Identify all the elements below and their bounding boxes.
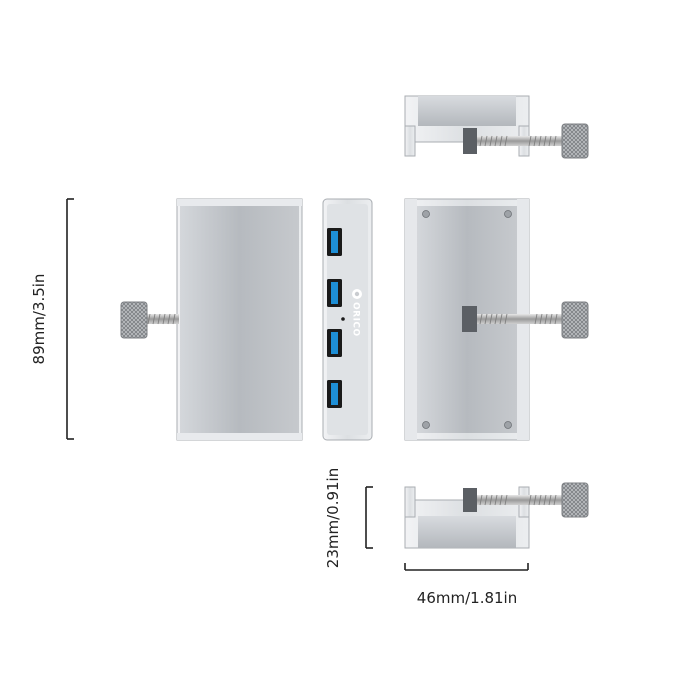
back-view-panel bbox=[120, 198, 303, 441]
knurled-knob-icon bbox=[561, 301, 589, 339]
side-view-panel bbox=[404, 198, 589, 441]
height-dimension: 89mm/3.5in bbox=[30, 198, 74, 440]
screw-icon bbox=[422, 421, 430, 429]
usb-port-3 bbox=[327, 329, 342, 357]
depth-label: 23mm/0.91in bbox=[324, 468, 342, 568]
usb-port-2 bbox=[327, 279, 342, 307]
screw-icon bbox=[504, 421, 512, 429]
brand-logo-text: ORICO bbox=[351, 302, 361, 337]
brand-logo: ORICO bbox=[351, 289, 362, 337]
screw-icon bbox=[422, 210, 430, 218]
top-view-clamp bbox=[404, 95, 589, 159]
knurled-knob-icon bbox=[561, 482, 589, 518]
knurled-knob-icon bbox=[120, 301, 148, 339]
usb-port-1 bbox=[327, 228, 342, 256]
depth-dimension: 23mm/0.91in bbox=[324, 468, 373, 568]
knurled-knob-icon bbox=[561, 123, 589, 159]
screw-icon bbox=[504, 210, 512, 218]
width-label: 46mm/1.81in bbox=[417, 589, 517, 607]
height-label: 89mm/3.5in bbox=[30, 274, 48, 365]
bottom-view-clamp bbox=[404, 482, 589, 549]
status-led-icon bbox=[341, 317, 345, 321]
width-dimension: 46mm/1.81in bbox=[404, 563, 529, 607]
usb-port-4 bbox=[327, 380, 342, 408]
front-view-ports: ORICO bbox=[322, 198, 373, 441]
